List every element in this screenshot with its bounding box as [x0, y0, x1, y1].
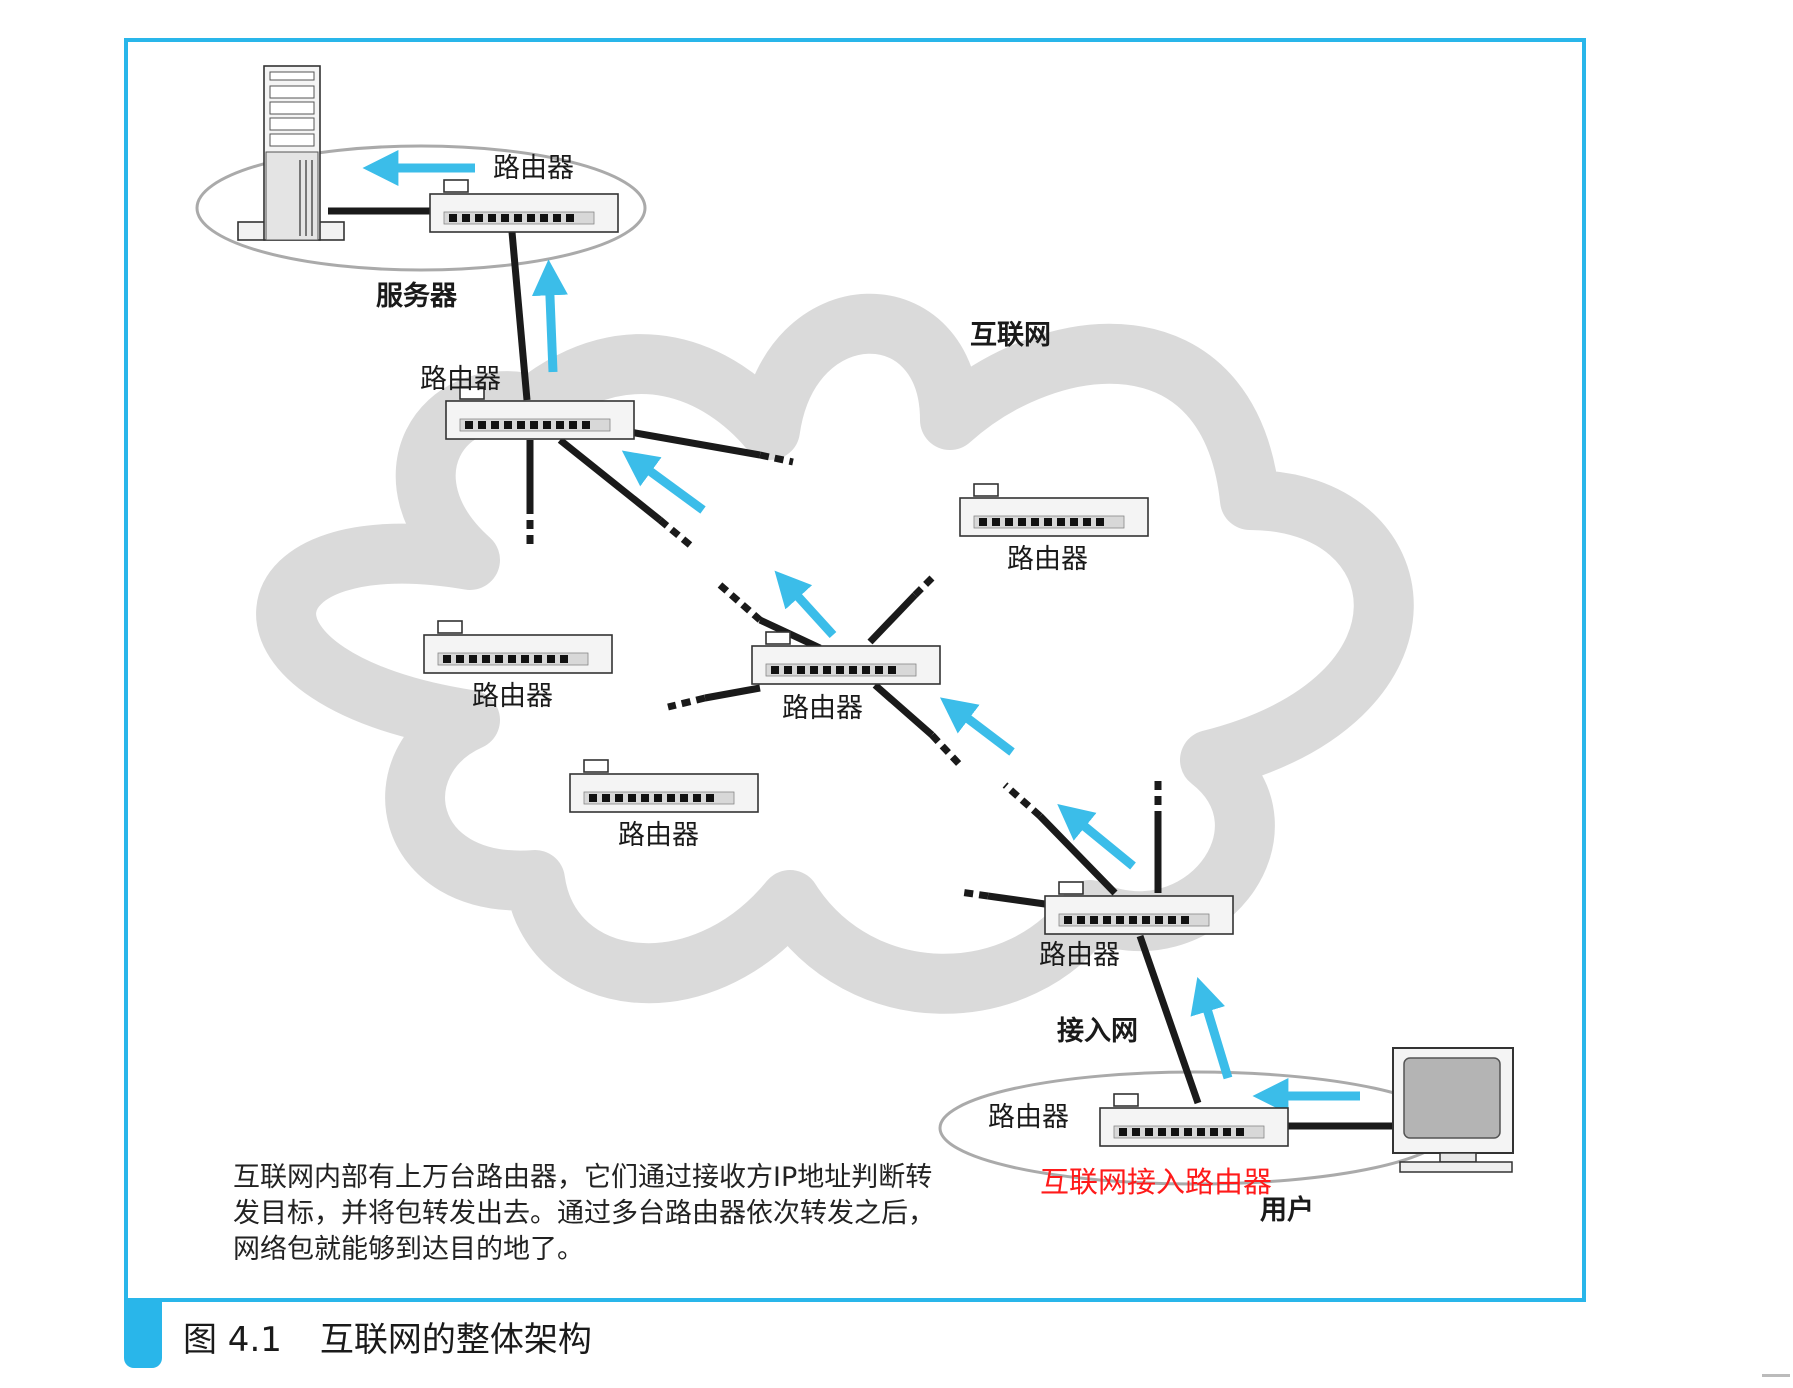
description-text: 互联网内部有上万台路由器，它们通过接收方IP地址判断转 发目标，并将包转发出去。…: [233, 1160, 1043, 1268]
user-computer-icon: [1392, 1047, 1514, 1173]
description-line: 网络包就能够到达目的地了。: [233, 1234, 584, 1265]
server-icon: [237, 65, 345, 241]
router-label: 路由器: [988, 1102, 1069, 1133]
packet-arrows: [362, 150, 1360, 1114]
caption-accent-bar: [124, 1302, 162, 1368]
internet-label: 互联网: [970, 320, 1051, 351]
router-label: 路由器: [618, 820, 699, 851]
server-network-ellipse: [195, 144, 647, 272]
figure-title: 互联网的整体架构: [319, 1320, 592, 1360]
router-label: 路由器: [472, 681, 553, 712]
network-cables: [328, 207, 1395, 1130]
figure-frame: [124, 38, 1586, 1302]
router-server-side: [429, 179, 619, 233]
router-label: 路由器: [1039, 940, 1120, 971]
server-label: 服务器: [376, 281, 457, 312]
router-label: 路由器: [493, 153, 574, 184]
cable-continuations: [526, 451, 1162, 900]
router-label: 路由器: [1007, 544, 1088, 575]
router-label: 路由器: [420, 364, 501, 395]
router-label: 路由器: [782, 693, 863, 724]
description-line: 发目标，并将包转发出去。通过多台路由器依次转发之后，: [233, 1198, 935, 1229]
figure-caption: 图 4.1 互联网的整体架构: [183, 1323, 630, 1357]
description-line: 互联网内部有上万台路由器，它们通过接收方IP地址判断转: [233, 1162, 933, 1193]
figure-number: 图 4.1: [183, 1320, 282, 1360]
access-network-label: 接入网: [1057, 1016, 1138, 1047]
page-corner-mark: [1762, 1374, 1790, 1377]
user-label: 用户: [1260, 1195, 1314, 1226]
access-router-annotation: 互联网接入路由器: [1040, 1165, 1273, 1199]
